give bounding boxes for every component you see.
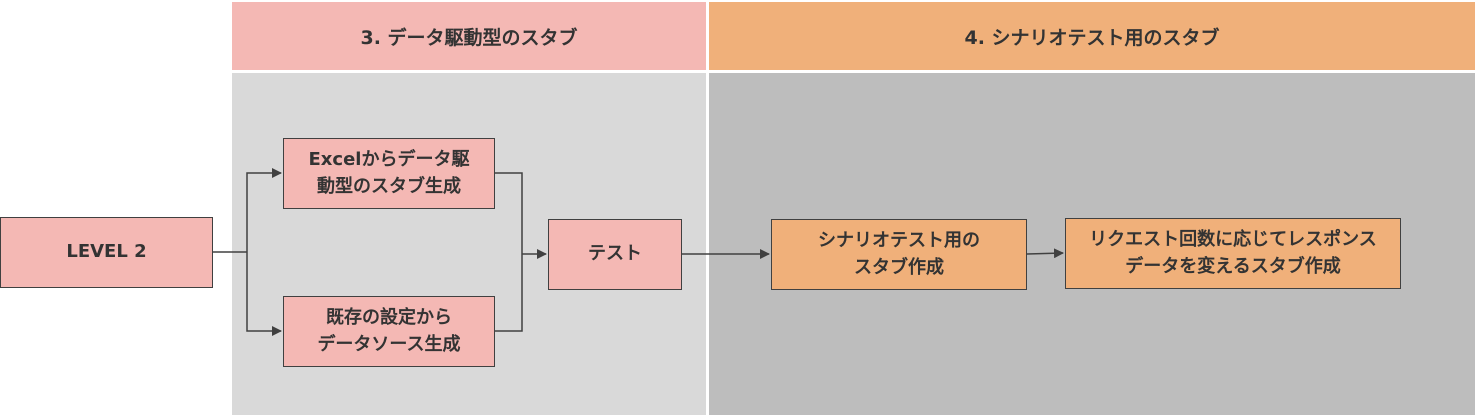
scenario-test-stub-title: 4. シナリオテスト用のスタブ — [964, 26, 1220, 49]
scenario-test-stub-header: 4. シナリオテスト用のスタブ — [709, 2, 1475, 70]
data-driven-stub-title: 3. データ駆動型のスタブ — [360, 26, 578, 49]
request-count-response-stub-node: リクエスト回数に応じてレスポンス データを変えるスタブ作成 — [1065, 218, 1401, 289]
test-node: テスト — [548, 219, 682, 290]
scenario-test-stub-node: シナリオテスト用の スタブ作成 — [771, 219, 1027, 290]
existing-settings-datasource-node: 既存の設定から データソース生成 — [283, 296, 495, 367]
level-2-node: LEVEL 2 — [0, 217, 213, 288]
excel-data-driven-stub-node: Excelからデータ駆 動型のスタブ生成 — [283, 138, 495, 209]
data-driven-stub-header: 3. データ駆動型のスタブ — [232, 2, 706, 70]
